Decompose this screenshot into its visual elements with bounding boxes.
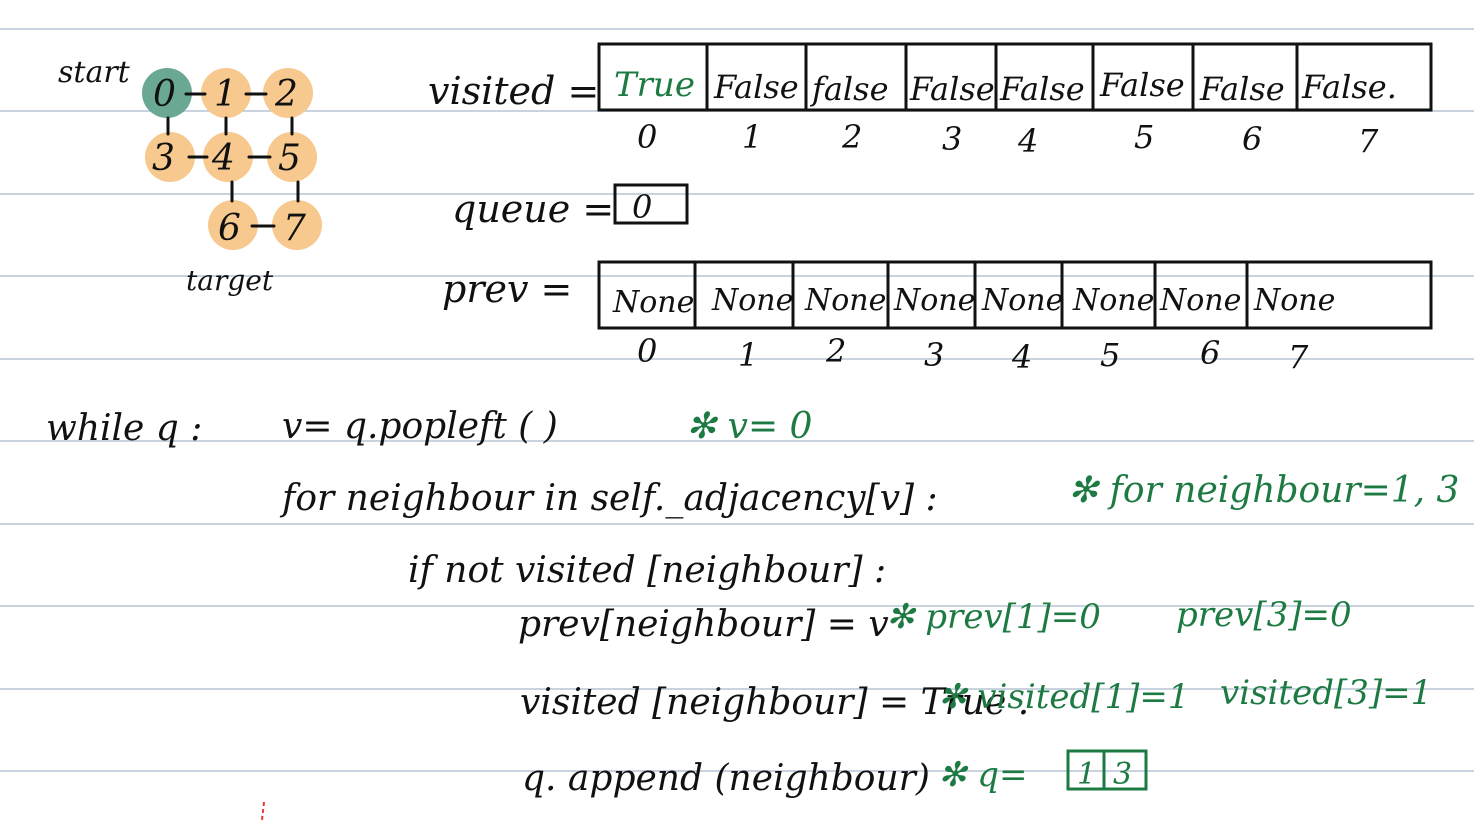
visited-cell-6: False bbox=[1199, 70, 1285, 108]
queue-array: queue = 0 bbox=[452, 183, 689, 231]
node-3-label: 3 bbox=[152, 138, 175, 179]
code-line-while: while q : bbox=[46, 408, 202, 449]
node-3-highlight bbox=[145, 132, 195, 182]
visited-cell-0: True bbox=[614, 65, 695, 105]
node-2-label: 2 bbox=[274, 74, 298, 115]
note-visited-1: ✻ visited[1]=1 bbox=[938, 677, 1190, 717]
prev-index-2: 2 bbox=[825, 332, 846, 370]
code-line-popleft: v= q.popleft ( ) bbox=[282, 406, 558, 447]
prev-cell-1: None bbox=[711, 283, 793, 318]
prev-array: prev = None None None None None None Non… bbox=[442, 260, 1433, 376]
node-2-highlight bbox=[263, 68, 313, 118]
bfs-code: while q : v= q.popleft ( ) for neighbour… bbox=[46, 406, 1029, 799]
node-5-label: 5 bbox=[278, 138, 301, 179]
prev-cell-6: None bbox=[1159, 283, 1241, 318]
start-label: start bbox=[58, 55, 131, 90]
prev-cell-0: None bbox=[612, 285, 694, 320]
note-prev-1: ✻ prev[1]=0 bbox=[886, 597, 1101, 637]
code-line-visited-assign: visited [neighbour] = True . bbox=[520, 682, 1029, 723]
visited-cell-1: False bbox=[713, 68, 799, 106]
visited-index-5: 5 bbox=[1134, 118, 1154, 156]
prev-index-3: 3 bbox=[924, 336, 944, 374]
visited-index-1: 1 bbox=[742, 118, 762, 156]
visited-index-3: 3 bbox=[942, 120, 962, 158]
note-neighbours: ✻ for neighbour=1, 3 bbox=[1068, 470, 1459, 511]
visited-label: visited = bbox=[428, 69, 599, 113]
prev-index-5: 5 bbox=[1100, 336, 1120, 374]
visited-index-7: 7 bbox=[1358, 122, 1379, 160]
node-4-label: 4 bbox=[211, 138, 235, 179]
target-label: target bbox=[186, 264, 274, 297]
ruled-lines bbox=[0, 28, 1474, 772]
queue-box bbox=[613, 183, 689, 225]
node-1-label: 1 bbox=[214, 74, 237, 115]
visited-cell-3: False bbox=[909, 70, 995, 108]
note-visited-3: visited[3]=1 bbox=[1220, 673, 1432, 713]
visited-cell-7: False. bbox=[1301, 68, 1397, 106]
code-line-prev-assign: prev[neighbour] = v bbox=[518, 604, 889, 645]
graph-sketch: start 0 1 2 3 4 5 6 7 target bbox=[58, 55, 322, 297]
note-queue-cell-0: 1 bbox=[1077, 757, 1096, 792]
queue-cell-0: 0 bbox=[632, 188, 652, 226]
node-4-highlight bbox=[203, 132, 253, 182]
node-1-highlight bbox=[201, 68, 251, 118]
visited-box bbox=[597, 42, 1433, 112]
queue-label: queue = bbox=[452, 187, 614, 231]
prev-index-0: 0 bbox=[637, 332, 657, 370]
prev-index-7: 7 bbox=[1288, 338, 1309, 376]
visited-index-2: 2 bbox=[841, 118, 862, 156]
node-6-label: 6 bbox=[218, 208, 241, 249]
note-prev-3: prev[3]=0 bbox=[1176, 595, 1352, 635]
code-line-append: q. append (neighbour) bbox=[522, 758, 930, 799]
code-line-if: if not visited [neighbour] : bbox=[408, 550, 886, 591]
node-0-highlight bbox=[142, 68, 192, 118]
trace-annotations: ✻ v= 0 ✻ for neighbour=1, 3 ✻ prev[1]=0 … bbox=[686, 406, 1459, 795]
visited-index-4: 4 bbox=[1017, 122, 1038, 160]
node-0-label: 0 bbox=[153, 74, 176, 115]
prev-index-1: 1 bbox=[738, 336, 758, 374]
prev-cell-5: None bbox=[1072, 283, 1154, 318]
visited-cell-5: False bbox=[1099, 66, 1185, 104]
prev-box bbox=[597, 260, 1433, 330]
node-7-highlight bbox=[272, 200, 322, 250]
node-7-label: 7 bbox=[283, 208, 306, 249]
code-line-for: for neighbour in self._adjacency[v] : bbox=[279, 478, 938, 519]
visited-cell-2: false bbox=[810, 70, 889, 108]
prev-cell-2: None bbox=[804, 283, 886, 318]
prev-label: prev = bbox=[442, 267, 572, 311]
visited-index-6: 6 bbox=[1242, 120, 1262, 158]
note-v-equals-0: ✻ v= 0 bbox=[686, 406, 812, 447]
visited-cell-4: False bbox=[999, 70, 1085, 108]
node-5-highlight bbox=[267, 132, 317, 182]
node-6-highlight bbox=[208, 200, 258, 250]
visited-array: visited = True False false False False F… bbox=[428, 42, 1433, 160]
prev-cell-4: None bbox=[981, 283, 1063, 318]
prev-index-4: 4 bbox=[1011, 338, 1032, 376]
note-queue-box bbox=[1066, 749, 1148, 791]
prev-cell-3: None bbox=[893, 283, 975, 318]
prev-index-6: 6 bbox=[1200, 334, 1220, 372]
visited-index-0: 0 bbox=[637, 118, 657, 156]
note-queue: ✻ q= bbox=[938, 755, 1028, 795]
note-queue-cell-1: 3 bbox=[1113, 757, 1132, 792]
prev-cell-7: None bbox=[1253, 283, 1335, 318]
cursor-mark bbox=[261, 801, 265, 821]
